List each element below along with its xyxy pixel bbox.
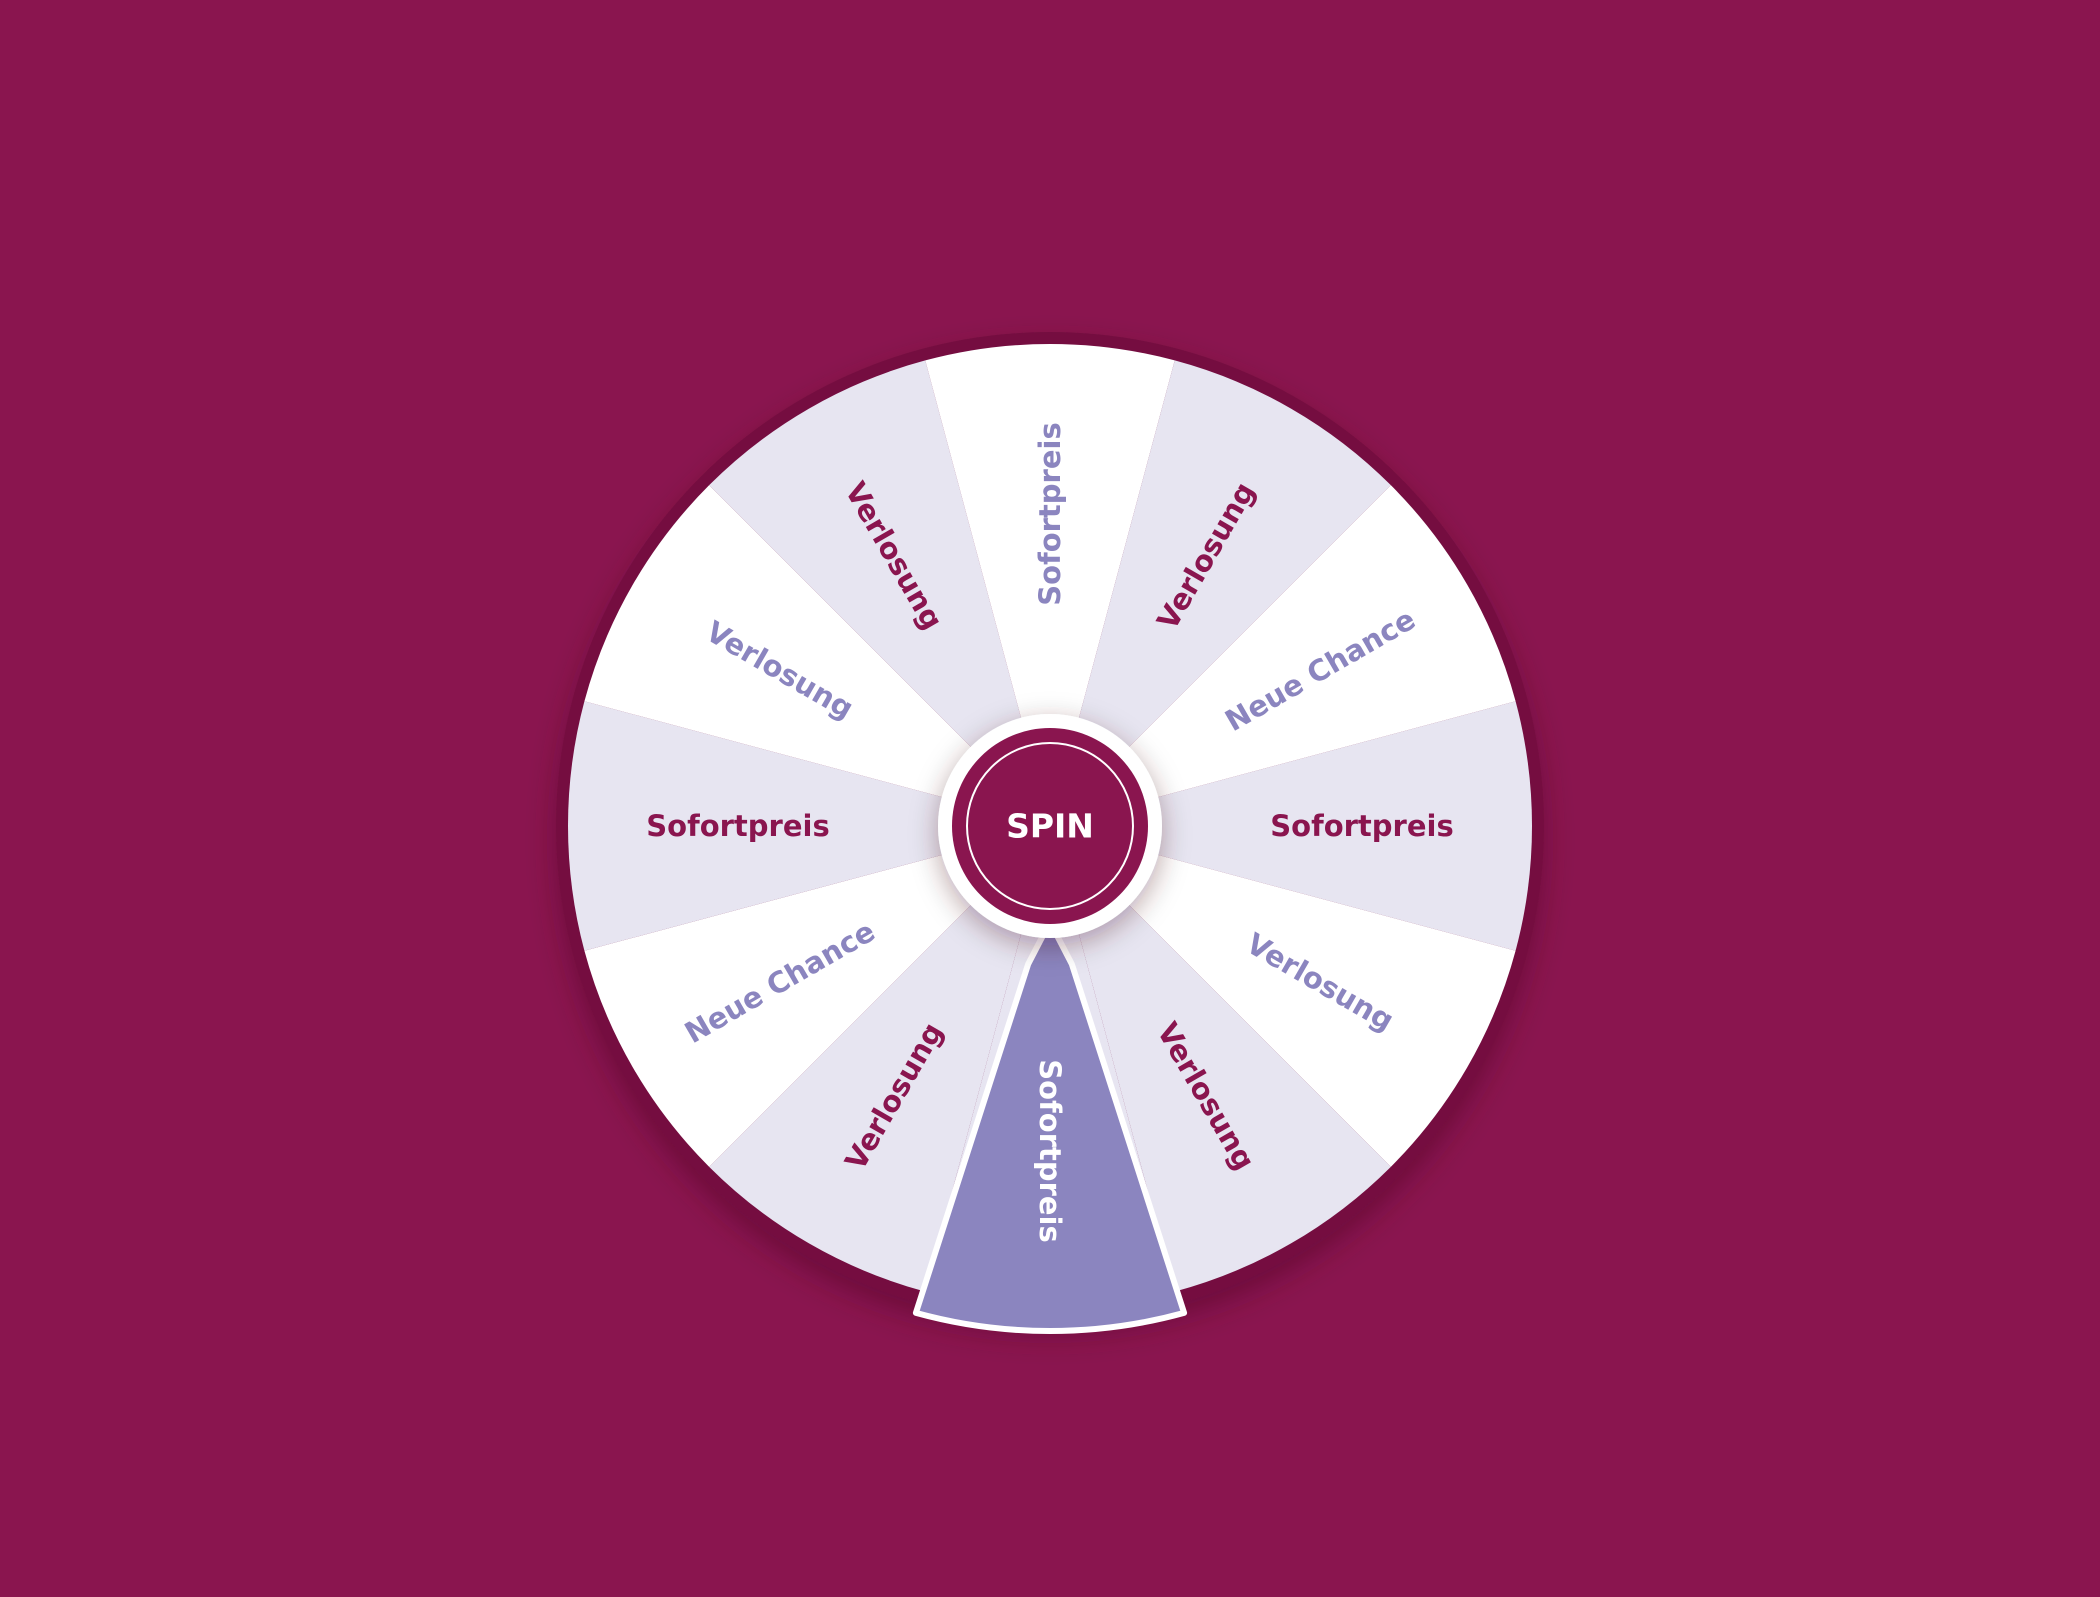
selected-segment-pointer (912, 919, 1188, 1334)
wheel-segment (709, 360, 1050, 826)
wheel-segment (1050, 360, 1391, 826)
segment-label: Sofortpreis (1033, 422, 1067, 605)
wheel-segment (584, 485, 1050, 826)
spin-button-label[interactable]: SPIN (1006, 807, 1094, 846)
wheel-segment (584, 826, 1050, 1167)
selected-segment-label: Sofortpreis (1033, 1059, 1067, 1242)
wheel-segment (709, 826, 1050, 1292)
segment-label: Sofortpreis (646, 809, 829, 843)
segment-label: Sofortpreis (1270, 809, 1453, 843)
wheel-segment (925, 344, 1175, 826)
spin-button-inner-ring (966, 742, 1134, 910)
wheel-segment (1050, 485, 1516, 826)
wheel-segment (568, 701, 1050, 951)
spin-button[interactable]: SPIN (938, 714, 1162, 938)
wheel-segment (1050, 701, 1532, 951)
spin-button-face[interactable] (952, 728, 1148, 924)
wheel-segment (1050, 826, 1391, 1292)
wheel-segment (1050, 826, 1516, 1167)
